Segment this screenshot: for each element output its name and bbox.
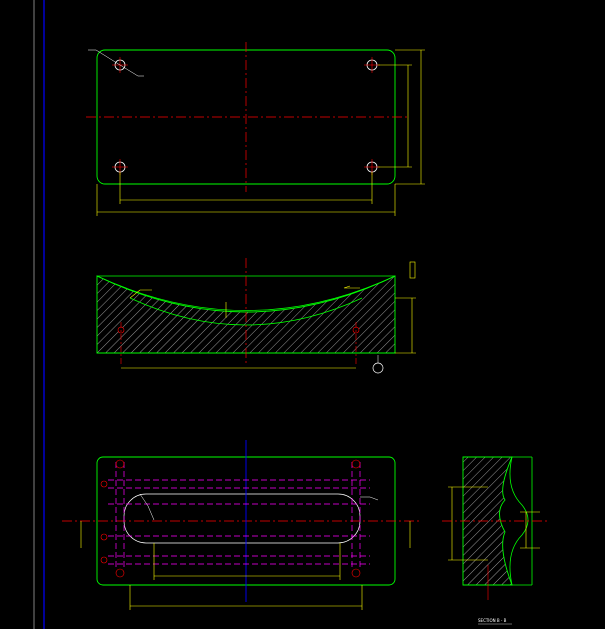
section-profile xyxy=(509,456,529,586)
section-b-b-view: SECTION B - B xyxy=(442,456,548,625)
bottom-bolt-holes xyxy=(100,459,361,578)
front-view-section xyxy=(96,258,416,374)
bottom-leader-right xyxy=(360,496,379,501)
plate-dimensions xyxy=(96,49,425,216)
leader-line-hole xyxy=(119,64,144,77)
datum-symbol xyxy=(372,362,384,374)
hidden-channels xyxy=(108,462,370,570)
bolt-hole-top-right xyxy=(364,57,380,73)
bottom-view-plan xyxy=(62,440,422,610)
top-view-plate xyxy=(86,42,425,216)
leader-line-top-left xyxy=(88,49,121,66)
front-bolt-hole-left xyxy=(117,322,125,365)
bottom-dimensions xyxy=(80,521,411,610)
curved-profile-outer xyxy=(96,275,396,311)
front-bolt-hole-right xyxy=(352,322,360,365)
bottom-leader-left xyxy=(139,493,155,521)
section-dimensions xyxy=(448,486,540,561)
front-dimensions xyxy=(121,261,416,369)
section-label: SECTION B - B xyxy=(478,618,507,623)
